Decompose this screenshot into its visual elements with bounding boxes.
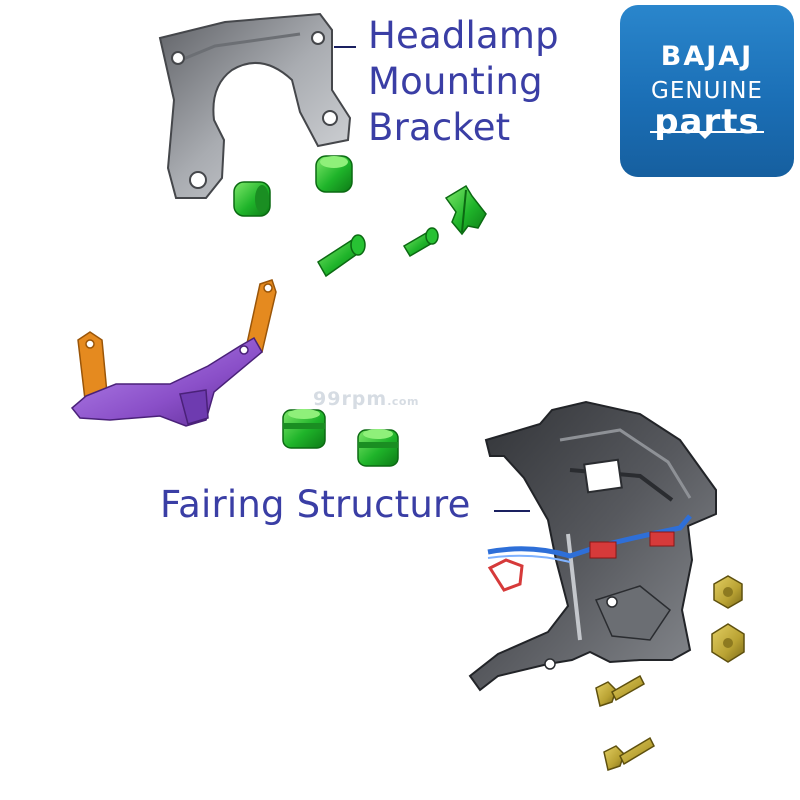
logo-genuine-text: GENUINE (651, 78, 763, 104)
99rpm-watermark: 99rpm.com (313, 388, 419, 410)
logo-brand-text: BAJAJ (660, 41, 754, 72)
watermark-domain-text: .com (387, 395, 419, 408)
headlamp-label-line-3: Bracket (368, 106, 511, 149)
plastic-push-pin-small (402, 227, 439, 258)
headlamp-mounting-bracket-label: Headlamp Mounting Bracket (368, 17, 559, 155)
headlamp-mounting-bracket (158, 12, 352, 199)
fairing-structure-label: Fairing Structure (160, 483, 471, 526)
plastic-clip (444, 184, 487, 236)
watermark-main-text: 99rpm (313, 388, 388, 410)
headlamp-label-line-2: Mounting (368, 60, 543, 103)
bajaj-genuine-parts-logo: BAJAJ GENUINE parts (620, 5, 794, 177)
rubber-grommet-lower-left (282, 409, 326, 449)
fairing-leader-line (494, 510, 530, 512)
fairing-support-bracket (70, 279, 277, 427)
plastic-push-pin-large (316, 234, 366, 278)
hex-bolt-lower (603, 736, 655, 771)
rubber-grommet-upper-right (315, 155, 353, 193)
headlamp-leader-line (334, 46, 356, 48)
flange-nut-upper (713, 575, 743, 609)
flange-nut-lower (711, 623, 745, 663)
headlamp-label-line-1: Headlamp (368, 14, 559, 57)
rubber-grommet-upper-left (233, 181, 271, 217)
wiring-harness (487, 514, 692, 592)
rubber-grommet-lower-right (357, 429, 399, 467)
logo-arrow-icon (698, 132, 712, 139)
hex-bolt-upper (595, 674, 645, 707)
